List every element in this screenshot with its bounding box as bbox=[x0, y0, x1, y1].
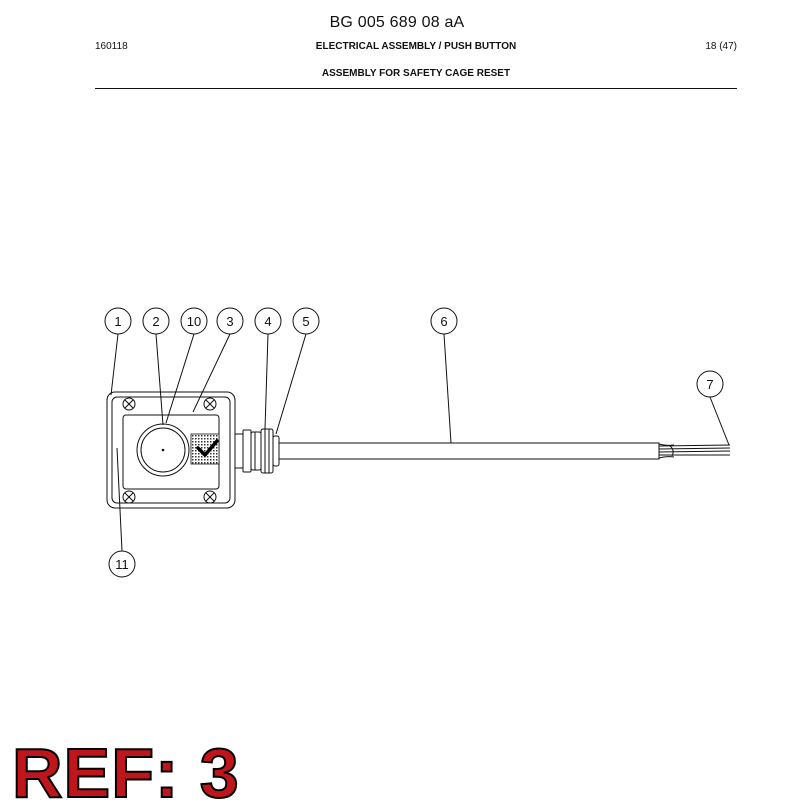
callout-3: 3 bbox=[216, 307, 244, 335]
callout-2: 2 bbox=[142, 307, 170, 335]
corner-screw bbox=[122, 397, 136, 411]
callout-label: 2 bbox=[152, 314, 159, 329]
document-id: BG 005 689 08 aA bbox=[329, 14, 465, 31]
callout-label: 10 bbox=[187, 314, 201, 329]
callout-7: 7 bbox=[696, 370, 724, 398]
callout-label: 1 bbox=[114, 314, 121, 329]
callout-1: 1 bbox=[104, 307, 132, 335]
page-number: 18 (47) bbox=[705, 41, 737, 52]
corner-screw bbox=[122, 490, 136, 504]
callout-6: 6 bbox=[430, 307, 458, 335]
callout-label: 11 bbox=[115, 557, 129, 572]
callout-label: 6 bbox=[440, 314, 447, 329]
push-button bbox=[136, 423, 190, 477]
document-subtitle: ASSEMBLY FOR SAFETY CAGE RESET bbox=[321, 68, 511, 79]
leader-lines bbox=[110, 333, 730, 552]
cable-conductors bbox=[658, 444, 731, 457]
callout-5: 5 bbox=[292, 307, 320, 335]
callout-10: 10 bbox=[180, 307, 208, 335]
corner-screw bbox=[203, 397, 217, 411]
corner-screw bbox=[203, 490, 217, 504]
header-rule bbox=[95, 88, 737, 89]
callout-label: 3 bbox=[226, 314, 233, 329]
cable-gland bbox=[234, 428, 280, 474]
document-title: ELECTRICAL ASSEMBLY / PUSH BUTTON bbox=[315, 41, 517, 52]
callout-label: 5 bbox=[302, 314, 309, 329]
check-label-plate bbox=[190, 433, 220, 465]
callout-4: 4 bbox=[254, 307, 282, 335]
document-date: 160118 bbox=[95, 41, 128, 52]
cable bbox=[278, 442, 675, 460]
reference-stamp: REF: 3 bbox=[11, 734, 240, 812]
callout-label: 4 bbox=[264, 314, 271, 329]
callout-11: 11 bbox=[108, 550, 136, 578]
callout-label: 7 bbox=[706, 377, 713, 392]
